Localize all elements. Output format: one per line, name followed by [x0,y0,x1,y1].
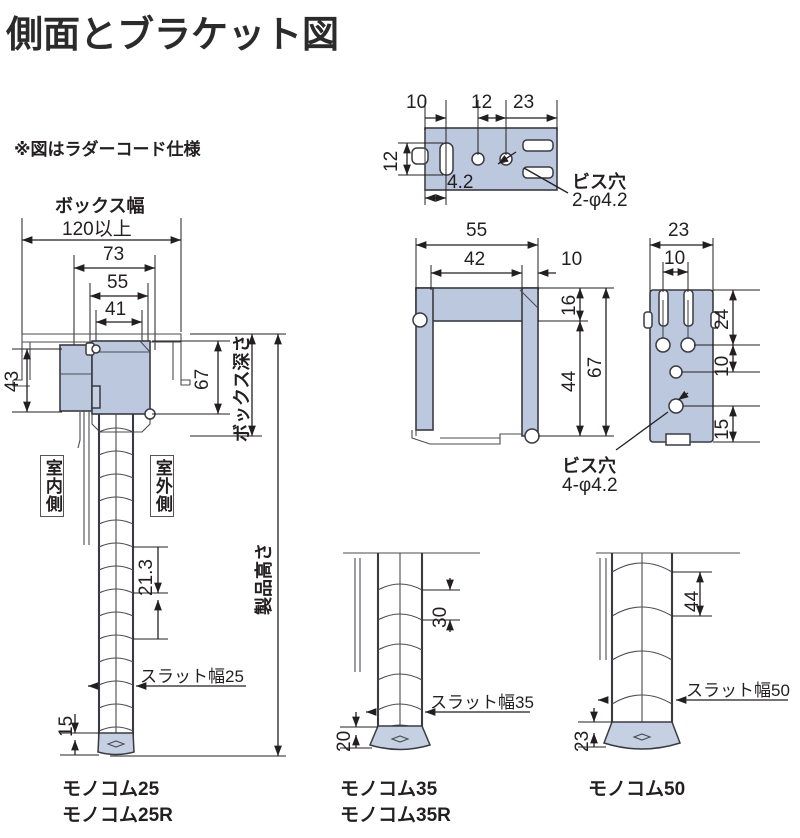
page-title: 側面とブラケット図 [6,14,339,55]
dim-bs-67: 67 [585,356,606,378]
dim-44: 44 [682,590,703,612]
dim-bs-16: 16 [559,294,580,316]
headbox-assembly [59,340,156,545]
model-name-50-line1: モノコム50 [588,779,686,800]
dim-55: 55 [107,272,129,293]
label-product-height: 製品高さ [254,543,274,615]
dim-67 [152,340,230,415]
callout-screw-hole-4-line1: ビス穴 [562,456,616,476]
dim-bs-42: 42 [464,249,486,270]
dim-23 [578,708,612,748]
dim-15-left: 15 [56,715,77,737]
main-top-dimension-lines [21,218,182,350]
slat-stack-50 [596,552,740,750]
dim-67: 67 [192,368,213,390]
slat-stack-35 [343,552,480,751]
bracket-side-geometry [411,287,540,445]
dim-23: 23 [572,730,593,752]
label-slat-width-25: スラット幅25 [140,667,244,686]
bracket-side-dimensions [415,238,614,437]
dim-bt-12-left: 12 [381,150,402,172]
label-box-width: ボックス幅 [55,196,145,216]
dim-bt-4-2: 4.2 [447,172,474,193]
dim-20 [340,712,378,749]
model-name-35-line1: モノコム35 [340,779,438,800]
dim-bs-44: 44 [559,370,580,392]
callout-screw-hole-2-line2: 2-φ4.2 [572,190,628,211]
model-name-35-line2: モノコム35R [340,805,451,826]
dim-20: 20 [334,730,355,752]
slat-stack-25 [97,414,135,756]
dim-30: 30 [430,606,451,628]
dim-43: 43 [2,370,23,392]
callout-screw-hole-2-line1: ビス穴 [572,172,626,192]
dim-bf-15: 15 [712,418,733,440]
dim-21-3 [133,546,168,640]
dim-30 [422,578,460,632]
dim-bf-10-mid: 10 [712,355,733,377]
dim-bt-12-top: 12 [471,92,493,113]
model-name-25-line2: モノコム25R [62,805,173,826]
dim-44 [672,571,712,617]
dim-bf-23: 23 [668,220,690,241]
dim-box-depth [190,333,262,437]
callout-screw-hole-4-line2: 4-φ4.2 [562,475,618,496]
label-slat-width-50: スラット幅50 [686,681,790,700]
label-outdoor-side: 室外側 [150,455,174,517]
dim-bf-10-top: 10 [664,248,686,269]
label-box-depth: ボックス深さ [232,334,252,442]
dim-73: 73 [103,244,125,265]
bracket-top-plan-geometry [411,127,558,191]
dim-43 [12,348,62,413]
dim-bs-55: 55 [466,220,488,241]
dim-21-3: 21.3 [136,559,157,596]
model-name-25-line1: モノコム25 [62,779,160,800]
dim-bf-24: 24 [712,308,733,330]
label-box-width-value: 120以上 [62,219,132,240]
bracket-top-dimensions [398,100,569,205]
dim-bt-23: 23 [513,92,535,113]
label-slat-width-35: スラット幅35 [430,693,534,712]
bracket-front-geometry [615,289,720,451]
dim-product-height [110,333,286,757]
dim-bs-10: 10 [561,249,583,270]
dim-15 [60,714,99,756]
label-indoor-side: 室内側 [40,455,64,517]
dim-41: 41 [105,299,127,320]
bracket-front-dimensions [649,238,760,443]
dim-bt-10: 10 [406,92,428,113]
spec-note: ※図はラダーコード仕様 [14,140,201,159]
